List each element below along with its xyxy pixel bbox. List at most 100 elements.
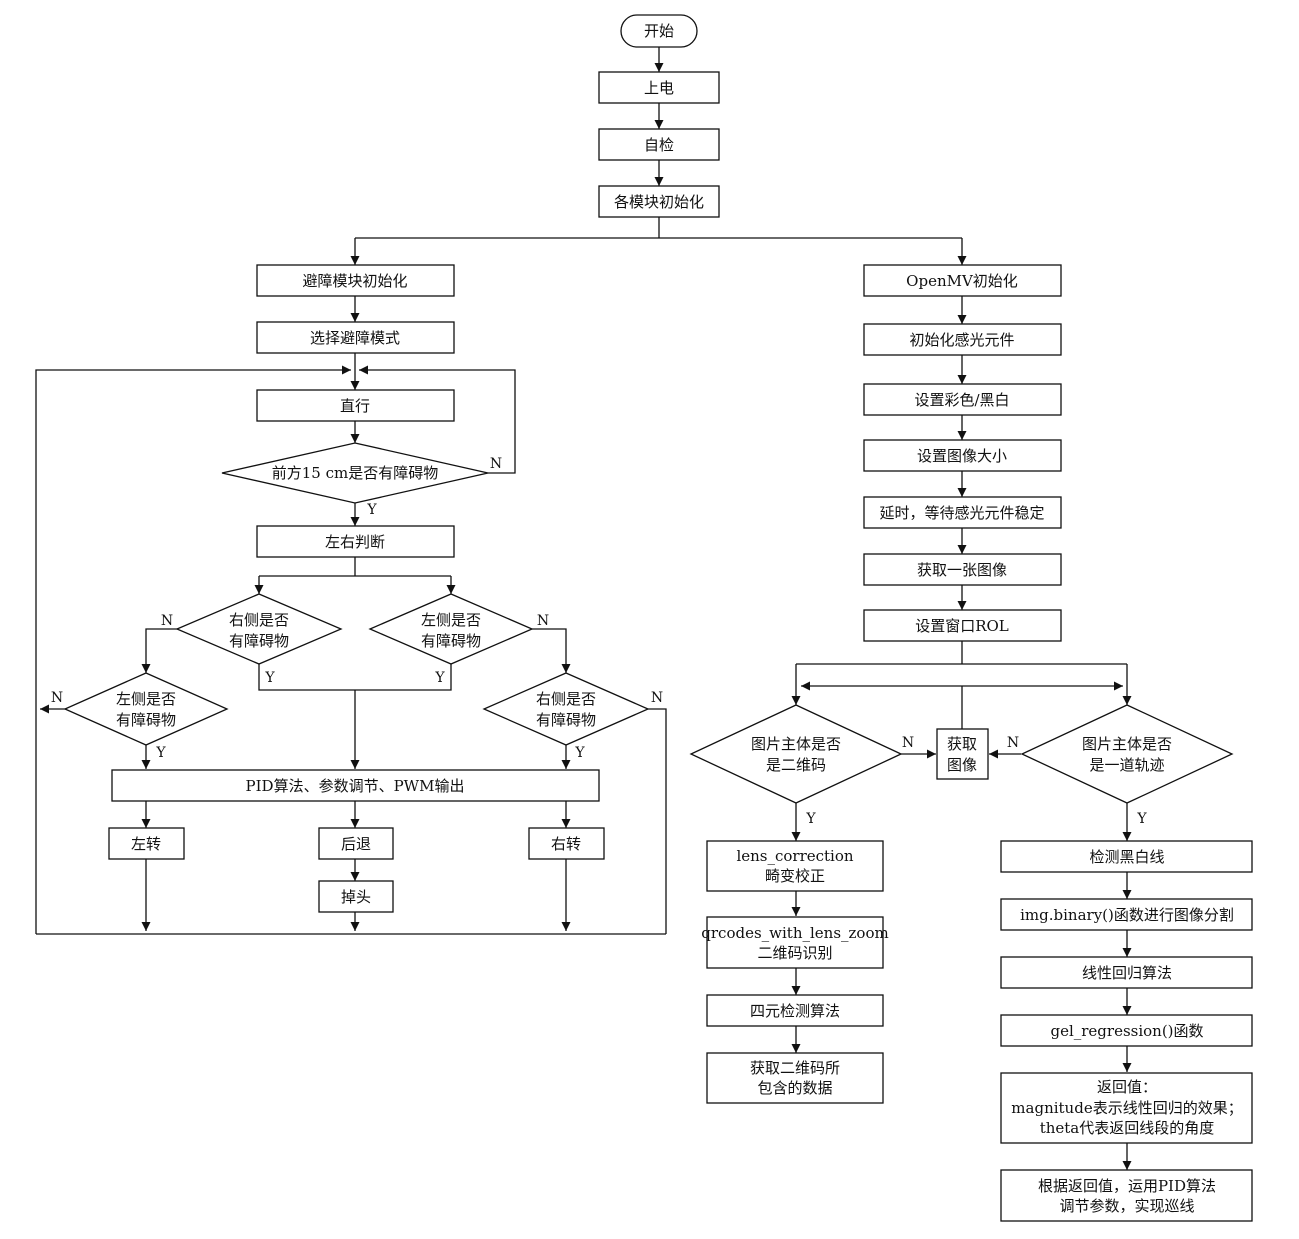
node-return-value-line2: magnitude表示线性回归的效果；	[1011, 1099, 1242, 1117]
node-get-image: 获取 图像	[936, 728, 989, 780]
node-init-sensor: 初始化感光元件	[863, 323, 1062, 356]
node-start: 开始	[620, 14, 698, 48]
node-left-right-judge-label: 左右判断	[325, 533, 385, 551]
node-lens-correction-line1: lens_correction	[736, 847, 853, 865]
edge-label-front-yes: Y	[366, 502, 377, 518]
node-power-on-label: 上电	[644, 79, 674, 97]
node-self-check: 自检	[598, 128, 720, 161]
decision-left-obstacle: 左侧是否 有障碍物	[368, 593, 534, 665]
node-gel-regression: gel_regression()函数	[1000, 1014, 1253, 1047]
node-forward: 直行	[256, 389, 455, 422]
edge-label-track-no: N	[1007, 735, 1019, 751]
decision-right-obstacle-2: 右侧是否 有障碍物	[482, 672, 650, 746]
node-qr-data-line2: 包含的数据	[757, 1079, 832, 1097]
node-set-color: 设置彩色/黑白	[863, 383, 1062, 416]
node-quad-detect-label: 四元检测算法	[750, 1002, 840, 1020]
node-binary-label: img.binary()函数进行图像分割	[1020, 906, 1234, 924]
node-turn-left: 左转	[108, 827, 185, 860]
node-pid-pwm: PID算法、参数调节、PWM输出	[111, 769, 600, 802]
edge-label-left-obs-yes: Y	[434, 670, 445, 686]
node-linear-regression: 线性回归算法	[1000, 956, 1253, 989]
node-set-roi-label: 设置窗口ROL	[915, 617, 1009, 635]
connectors	[35, 47, 1132, 1170]
edge-label-qr-yes: Y	[805, 811, 816, 827]
decision-is-track-line2: 是一道轨迹	[1089, 756, 1164, 774]
node-power-on: 上电	[598, 71, 720, 104]
node-turn-left-label: 左转	[131, 835, 161, 853]
decision-is-qr-code-line2: 是二维码	[766, 756, 826, 774]
decision-front-obstacle: 前方15 cm是否有障碍物	[221, 442, 489, 504]
decision-right-obstacle-2-line1: 右侧是否	[536, 690, 596, 708]
node-start-label: 开始	[644, 22, 674, 40]
node-quad-detect: 四元检测算法	[706, 994, 884, 1027]
node-set-size-label: 设置图像大小	[917, 447, 1007, 465]
node-return-value-line3: theta代表返回线段的角度	[1040, 1119, 1215, 1137]
node-linear-regression-label: 线性回归算法	[1082, 964, 1172, 982]
edge-labels: N Y N Y Y N N Y Y N N N Y Y	[51, 456, 1148, 827]
decision-left-obstacle-line2: 有障碍物	[421, 632, 481, 650]
decision-left-obstacle-2: 左侧是否 有障碍物	[63, 672, 229, 746]
node-init-modules: 各模块初始化	[598, 185, 720, 218]
node-lens-correction-line2: 畸变校正	[765, 867, 825, 885]
edge-label-left-obs-no: N	[537, 613, 549, 629]
decision-is-track: 图片主体是否 是一道轨迹	[1020, 704, 1234, 804]
edge-label-right-obs2-no: N	[651, 690, 663, 706]
decision-front-obstacle-label: 前方15 cm是否有障碍物	[272, 464, 438, 482]
node-set-size: 设置图像大小	[863, 439, 1062, 472]
node-turn-right-label: 右转	[551, 835, 581, 853]
node-forward-label: 直行	[340, 397, 370, 415]
node-back: 后退	[318, 827, 394, 860]
node-qr-zoom-line2: 二维码识别	[757, 944, 832, 962]
node-pid-pwm-label: PID算法、参数调节、PWM输出	[246, 777, 465, 795]
node-left-right-judge: 左右判断	[256, 525, 455, 558]
node-detect-bw-line-label: 检测黑白线	[1089, 848, 1164, 866]
node-turn-around-label: 掉头	[341, 888, 371, 906]
node-pid-track-line1: 根据返回值，运用PID算法	[1038, 1177, 1216, 1195]
decision-right-obstacle-line1: 右侧是否	[229, 611, 289, 629]
edge-label-left-obs2-yes: Y	[155, 745, 166, 761]
node-obstacle-init-label: 避障模块初始化	[302, 272, 407, 290]
node-obstacle-init: 避障模块初始化	[256, 264, 455, 297]
decision-left-obstacle-line1: 左侧是否	[421, 611, 481, 629]
edge-label-left-obs2-no: N	[51, 690, 63, 706]
node-get-image-line2: 图像	[947, 756, 977, 774]
node-qr-data-line1: 获取二维码所	[750, 1059, 840, 1077]
decision-right-obstacle-line2: 有障碍物	[229, 632, 289, 650]
decision-is-track-line1: 图片主体是否	[1082, 735, 1172, 753]
node-pid-track-line2: 调节参数，实现巡线	[1059, 1197, 1194, 1215]
edge-label-qr-no: N	[902, 735, 914, 751]
node-self-check-label: 自检	[644, 136, 674, 154]
edge-label-front-no: N	[490, 456, 502, 472]
decision-right-obstacle: 右侧是否 有障碍物	[175, 593, 343, 665]
node-set-roi: 设置窗口ROL	[863, 609, 1062, 642]
node-snapshot: 获取一张图像	[863, 553, 1062, 586]
node-qr-zoom-line1: qrcodes_with_lens_zoom	[701, 924, 888, 942]
node-openmv-init-label: OpenMV初始化	[906, 272, 1018, 290]
edge-label-track-yes: Y	[1136, 811, 1147, 827]
node-select-mode: 选择避障模式	[256, 321, 455, 354]
node-return-value: 返回值： magnitude表示线性回归的效果； theta代表返回线段的角度	[1000, 1072, 1253, 1144]
node-return-value-line1: 返回值：	[1097, 1078, 1157, 1096]
node-gel-regression-label: gel_regression()函数	[1050, 1022, 1203, 1040]
decision-left-obstacle-2-line2: 有障碍物	[116, 711, 176, 729]
node-init-sensor-label: 初始化感光元件	[909, 331, 1014, 349]
edge-label-right-obs-yes: Y	[264, 670, 275, 686]
node-detect-bw-line: 检测黑白线	[1000, 840, 1253, 873]
node-snapshot-label: 获取一张图像	[917, 561, 1007, 579]
node-openmv-init: OpenMV初始化	[863, 264, 1062, 297]
decision-left-obstacle-2-line1: 左侧是否	[116, 690, 176, 708]
node-select-mode-label: 选择避障模式	[310, 329, 400, 347]
edge-label-right-obs-no: N	[161, 613, 173, 629]
node-lens-correction: lens_correction 畸变校正	[706, 840, 884, 892]
node-set-color-label: 设置彩色/黑白	[914, 391, 1009, 409]
node-turn-right: 右转	[528, 827, 605, 860]
node-init-modules-label: 各模块初始化	[614, 193, 704, 211]
decision-is-qr-code: 图片主体是否 是二维码	[689, 704, 903, 804]
node-delay: 延时，等待感光元件稳定	[863, 496, 1062, 529]
node-binary: img.binary()函数进行图像分割	[1000, 898, 1253, 931]
edge-label-right-obs2-yes: Y	[574, 745, 585, 761]
node-delay-label: 延时，等待感光元件稳定	[879, 504, 1044, 522]
node-qr-zoom: qrcodes_with_lens_zoom 二维码识别	[701, 916, 889, 969]
decision-right-obstacle-2-line2: 有障碍物	[536, 711, 596, 729]
